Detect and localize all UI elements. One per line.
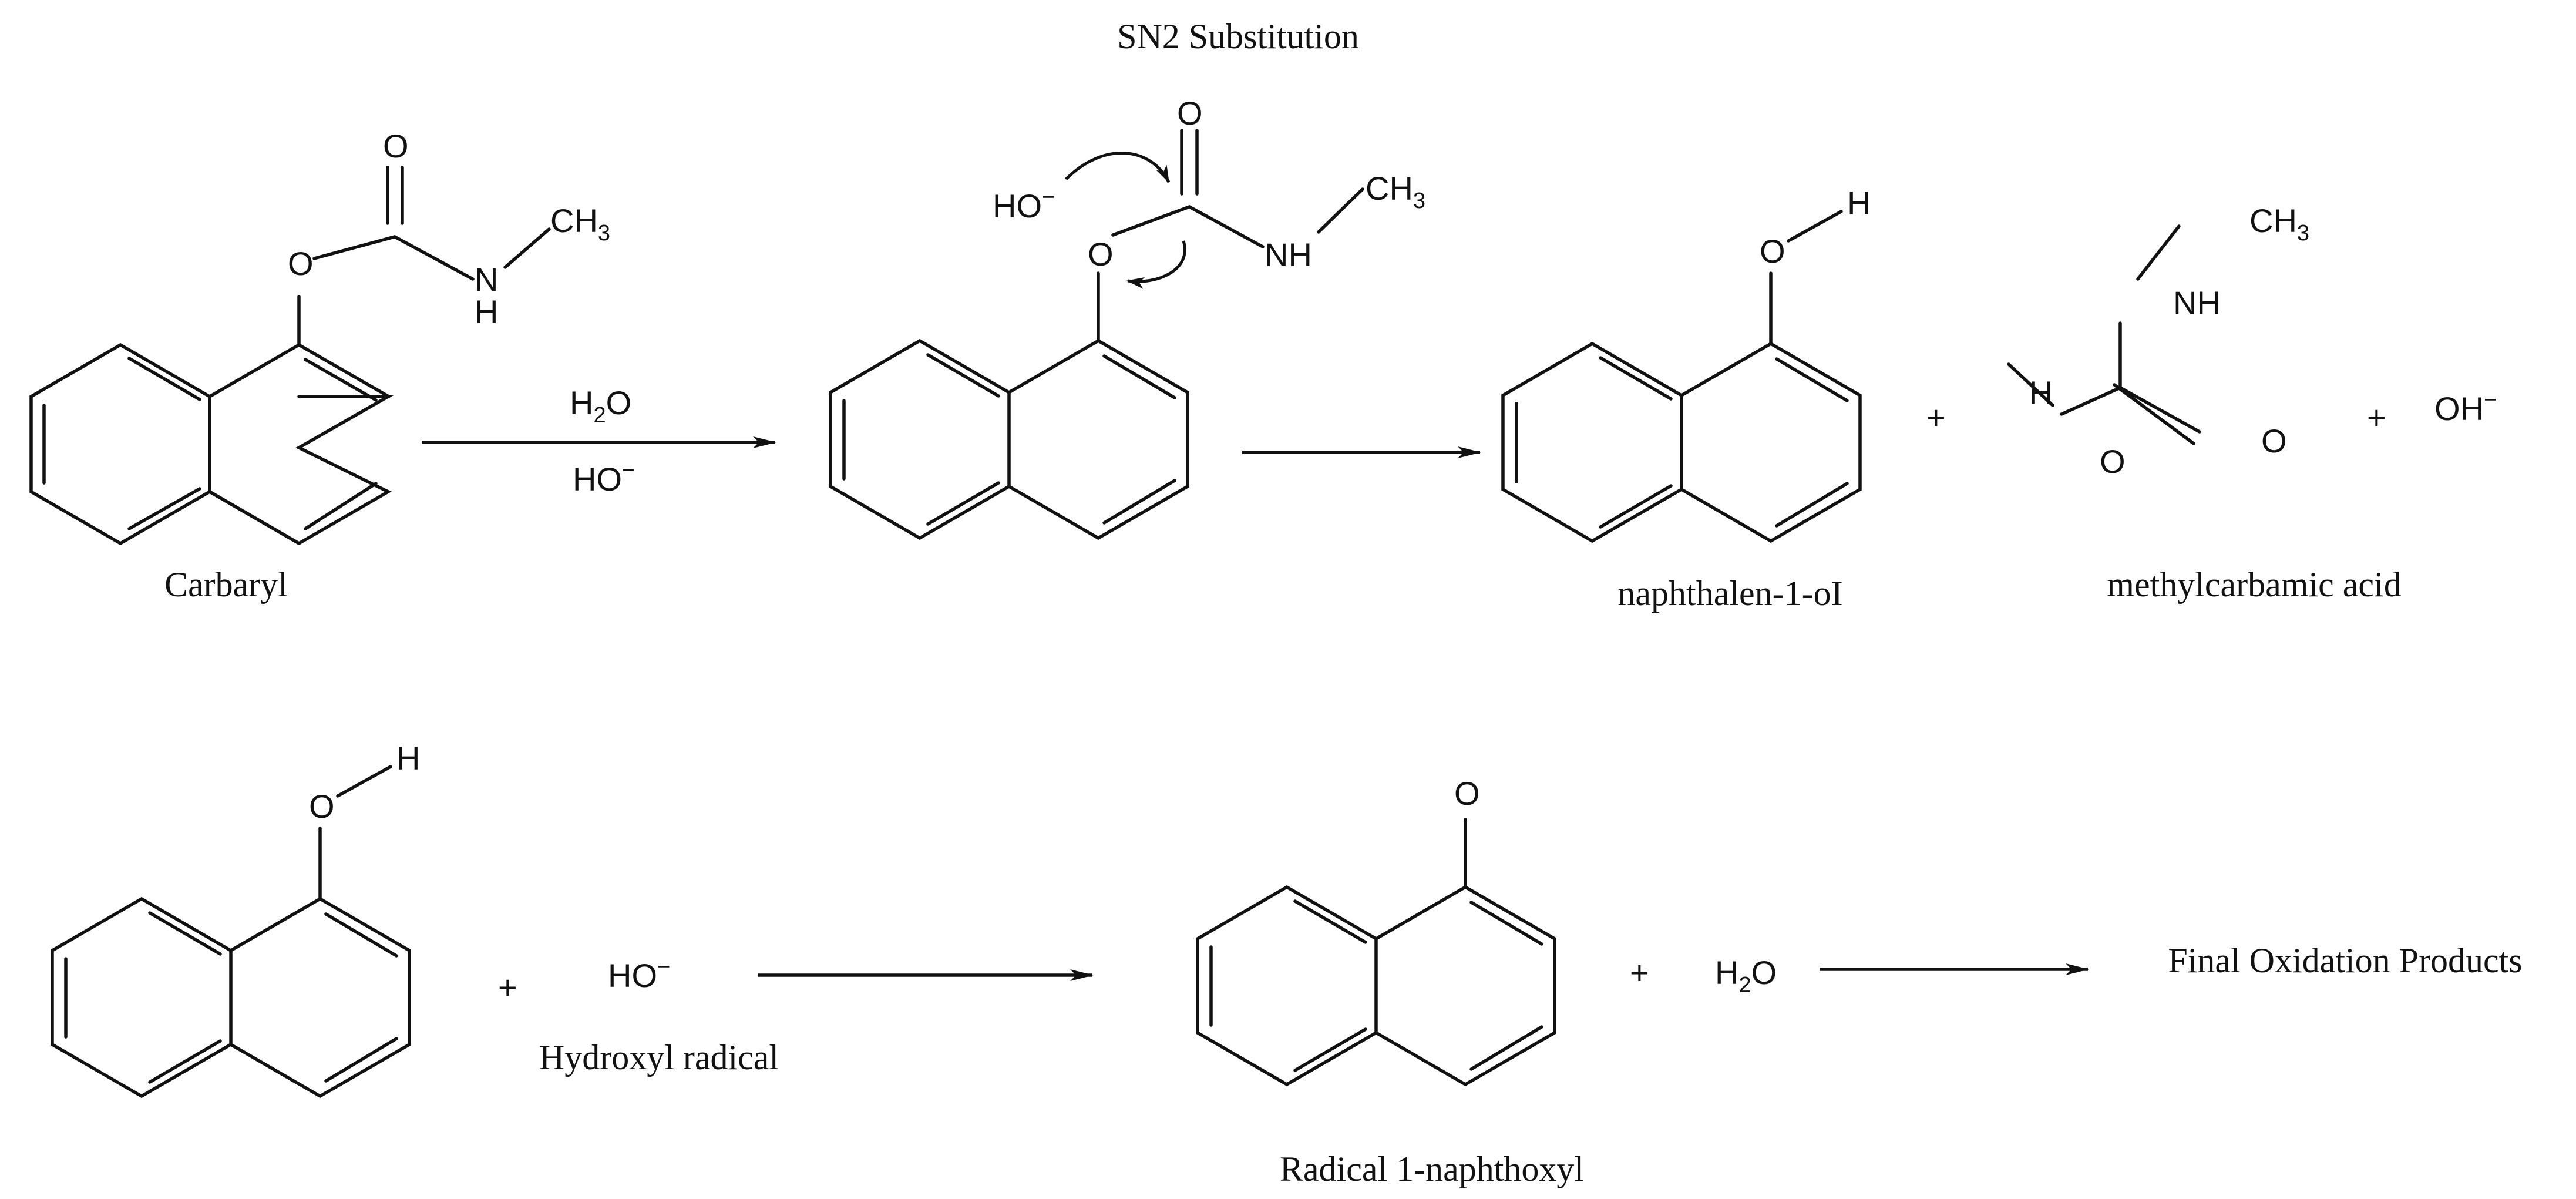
naphthol-h: H	[1847, 184, 1871, 221]
naphthoxyl-caption: Radical 1-naphthoxyl	[1280, 1150, 1584, 1188]
plus-sign-4: +	[1630, 954, 1649, 991]
naphthol-reactant-h: H	[396, 740, 420, 777]
carbaryl-ester-o: O	[288, 245, 314, 282]
acid-nh: NH	[2173, 284, 2221, 321]
acid-ch: CH3	[2249, 202, 2309, 246]
intermediate-nh: NH	[1265, 236, 1312, 273]
reagent-water: H2O	[570, 384, 631, 428]
curly-arrow-leaving	[1126, 240, 1186, 289]
carbaryl-structure: O O N H CH3 Carbaryl	[29, 127, 610, 604]
naphthol-reactant-o: O	[309, 788, 335, 825]
naphthoxyl-radical-structure: O Radical 1-naphthoxyl	[1196, 775, 1584, 1188]
plus-sign-2: +	[2367, 399, 2386, 436]
intermediate-carbonyl-o: O	[1177, 95, 1203, 132]
carbaryl-carbonyl-o: O	[383, 127, 409, 164]
acid-hydroxyl-o: O	[2100, 443, 2126, 480]
reaction-arrow-1: H2O HO−	[422, 384, 776, 498]
plus-sign-1: +	[1926, 399, 1946, 436]
intermediate-ester-o: O	[1088, 236, 1114, 273]
naphthol-caption: naphthalen-1-oI	[1617, 574, 1842, 613]
carbaryl-ch: CH3	[550, 202, 610, 246]
naphthol-o: O	[1760, 233, 1785, 270]
hydroxyl-radical: HO−	[608, 955, 670, 994]
carbaryl-caption: Carbaryl	[164, 565, 288, 604]
intermediate-structure: O O NH CH3 HO−	[829, 95, 1425, 540]
water-product: H2O	[1715, 954, 1777, 998]
scheme-title: SN2 Substitution	[1117, 17, 1359, 56]
hydroxide-product: OH−	[2434, 388, 2497, 427]
attacking-hydroxide: HO−	[993, 185, 1055, 224]
plus-sign-3: +	[498, 969, 517, 1006]
intermediate-ch: CH3	[1366, 170, 1425, 213]
final-products-caption: Final Oxidation Products	[2168, 941, 2522, 980]
naphthol-structure: O H naphthalen-1-oI	[1501, 184, 1871, 613]
naphthol-reactant-structure: O H	[51, 740, 420, 1099]
acid-hydroxyl-h: H	[2029, 374, 2053, 411]
naphthoxyl-o: O	[1454, 775, 1480, 812]
methylcarbamic-acid-structure: O O H NH CH3 methylcarbamic acid	[2007, 202, 2402, 604]
carbaryl-nh-h: H	[475, 293, 498, 330]
hydroxyl-radical-caption: Hydroxyl radical	[539, 1038, 779, 1077]
methylcarbamic-acid-caption: methylcarbamic acid	[2107, 565, 2401, 604]
carbaryl-n: N	[475, 261, 498, 298]
reagent-hydroxide: HO−	[573, 458, 635, 498]
curly-arrow-attack	[1065, 152, 1171, 183]
acid-carbonyl-o: O	[2261, 422, 2287, 459]
